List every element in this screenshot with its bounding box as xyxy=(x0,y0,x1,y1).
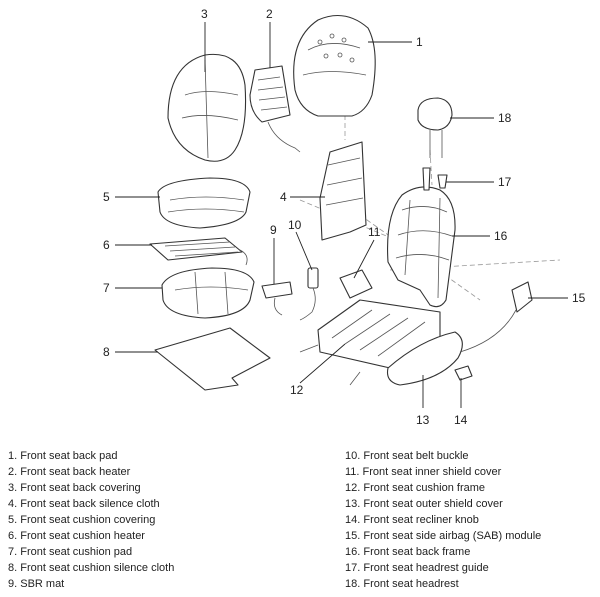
legend-item: 4. Front seat back silence cloth xyxy=(8,498,160,510)
callout-labels: 1 2 3 4 5 6 7 8 9 10 11 12 13 14 15 16 1… xyxy=(103,7,586,427)
legend-item: 8. Front seat cushion silence cloth xyxy=(8,562,175,574)
legend-item: 11. Front seat inner shield cover xyxy=(345,466,502,478)
legend-item: 7. Front seat cushion pad xyxy=(8,546,133,558)
callout-3: 3 xyxy=(201,7,208,21)
legend-item: 5. Front seat cushion covering xyxy=(8,514,156,526)
legend-item: 17. Front seat headrest guide xyxy=(345,562,489,574)
legend-item: 13. Front seat outer shield cover xyxy=(345,498,503,510)
legend-item: 1. Front seat back pad xyxy=(8,450,118,462)
part-seat-back-covering xyxy=(167,53,247,162)
exploded-seat-diagram: 1 2 3 4 5 6 7 8 9 10 11 12 13 14 15 16 1… xyxy=(103,7,586,427)
part-recliner-knob xyxy=(454,365,473,381)
part-seat-back-heater xyxy=(249,65,301,153)
part-seat-back-silence-cloth xyxy=(319,141,367,241)
part-headrest xyxy=(417,97,453,158)
callout-11: 11 xyxy=(368,225,381,239)
legend-item: 16. Front seat back frame xyxy=(345,546,471,558)
legend-item: 6. Front seat cushion heater xyxy=(8,530,145,542)
part-outer-shield-cover xyxy=(386,331,463,386)
part-seat-back-pad xyxy=(293,14,376,117)
callout-16: 16 xyxy=(494,229,508,243)
callout-2: 2 xyxy=(266,7,273,21)
legend-item: 14. Front seat recliner knob xyxy=(345,514,479,526)
legend-item: 18. Front seat headrest xyxy=(345,578,459,590)
part-side-airbag-module xyxy=(459,281,533,353)
parts-legend: 1. Front seat back pad 2. Front seat bac… xyxy=(0,448,600,593)
part-seat-cushion-pad xyxy=(161,267,255,319)
callout-7: 7 xyxy=(103,281,110,295)
callout-8: 8 xyxy=(103,345,110,359)
part-inner-shield-cover xyxy=(339,269,373,299)
callout-4: 4 xyxy=(280,190,287,204)
callout-10: 10 xyxy=(288,218,302,232)
callout-6: 6 xyxy=(103,238,110,252)
legend-item: 9. SBR mat xyxy=(8,578,65,590)
legend-item: 10. Front seat belt buckle xyxy=(345,450,469,462)
callout-9: 9 xyxy=(270,223,277,237)
callout-1: 1 xyxy=(416,35,423,49)
legend-column-left: 1. Front seat back pad 2. Front seat bac… xyxy=(8,448,268,592)
part-seat-cushion-silence-cloth xyxy=(154,327,271,391)
legend-column-right: 10. Front seat belt buckle 11. Front sea… xyxy=(345,448,600,592)
part-seat-cushion-heater xyxy=(149,237,248,266)
legend-item: 15. Front seat side airbag (SAB) module xyxy=(345,530,542,542)
legend-item: 12. Front seat cushion frame xyxy=(345,482,486,494)
callout-17: 17 xyxy=(498,175,512,189)
callout-leader-lines xyxy=(115,22,568,408)
callout-15: 15 xyxy=(572,291,586,305)
callout-14: 14 xyxy=(454,413,468,427)
part-seat-back-frame xyxy=(387,186,456,308)
part-seat-belt-buckle xyxy=(299,267,319,321)
callout-13: 13 xyxy=(416,413,430,427)
part-seat-cushion-covering xyxy=(157,177,251,229)
callout-5: 5 xyxy=(103,190,110,204)
legend-item: 2. Front seat back heater xyxy=(8,466,131,478)
callout-18: 18 xyxy=(498,111,512,125)
callout-12: 12 xyxy=(290,383,304,397)
part-sbr-mat xyxy=(261,281,293,316)
part-headrest-guide xyxy=(422,167,448,191)
legend-item: 3. Front seat back covering xyxy=(8,482,141,494)
